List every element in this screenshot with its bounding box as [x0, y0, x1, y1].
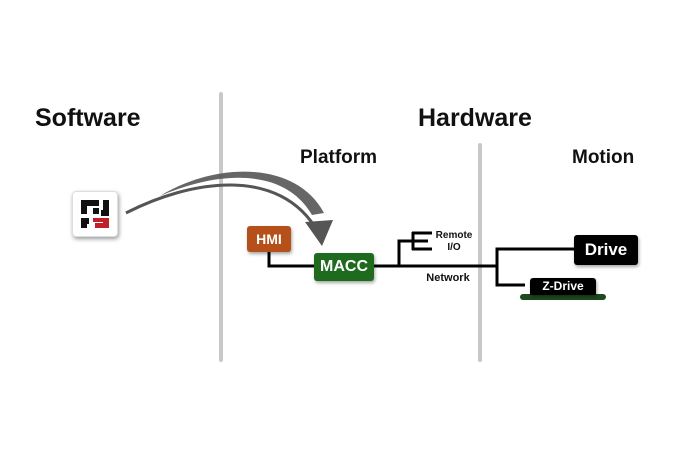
z-drive-wire	[495, 266, 525, 287]
section-software-title: Software	[35, 104, 141, 132]
remote-io-icon	[411, 231, 432, 251]
drive-wire	[495, 247, 576, 266]
z-drive-base	[520, 294, 606, 300]
software-logo-icon	[72, 191, 118, 237]
section-motion-title: Motion	[572, 147, 635, 168]
section-platform-title: Platform	[300, 147, 378, 168]
arrow-head	[305, 220, 333, 246]
remote-io-wire	[397, 239, 413, 266]
z-drive-node: Z-Drive	[530, 278, 596, 295]
curved-arrow-body	[160, 171, 324, 215]
remote-io-label: Remote I/O	[432, 230, 476, 254]
platform-motion-divider	[478, 143, 482, 362]
remote-io-label-line1: Remote	[435, 230, 473, 241]
macc-node: MACC	[314, 253, 374, 281]
software-hardware-divider	[219, 92, 223, 362]
network-label: Network	[426, 272, 470, 284]
remote-io-label-line2: I/O	[447, 242, 461, 253]
section-hardware-title: Hardware	[418, 104, 532, 132]
drive-node: Drive	[574, 235, 638, 265]
hmi-node: HMI	[247, 226, 291, 252]
curved-arrow-icon	[125, 183, 320, 233]
hmi-macc-wire	[267, 251, 316, 268]
